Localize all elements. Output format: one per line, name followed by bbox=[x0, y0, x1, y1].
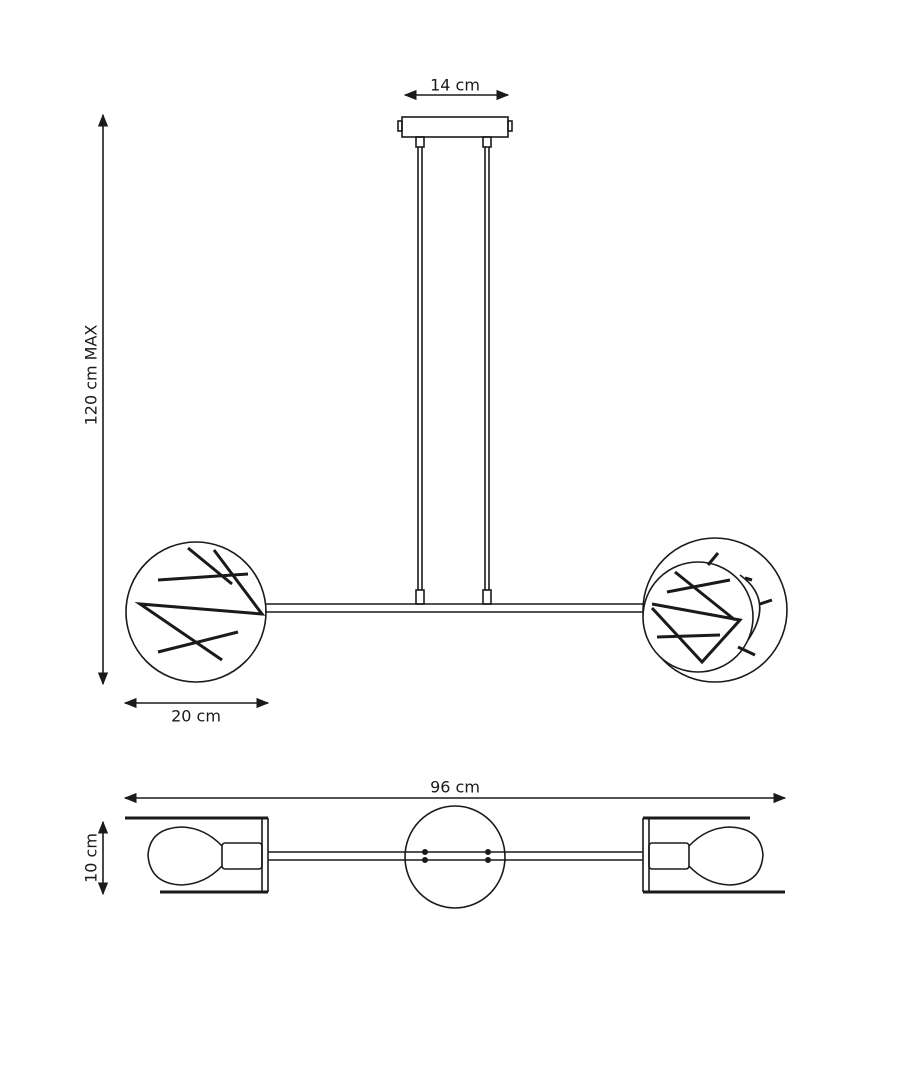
suspension-wires bbox=[415, 147, 492, 605]
canopy-plan bbox=[404, 805, 506, 909]
depth-label: 10 cm bbox=[81, 833, 101, 883]
total-width-label: 96 cm bbox=[430, 777, 480, 797]
canopy-width-label: 14 cm bbox=[430, 75, 480, 95]
right-globe bbox=[642, 537, 788, 683]
globe-width-label: 20 cm bbox=[171, 706, 221, 726]
canopy bbox=[397, 116, 513, 148]
horizontal-bar bbox=[265, 603, 648, 613]
left-globe bbox=[125, 541, 267, 683]
plan-view bbox=[125, 805, 785, 909]
left-bulb-icon bbox=[147, 826, 223, 886]
right-bulb-icon bbox=[688, 826, 764, 886]
height-label: 120 cm MAX bbox=[81, 324, 101, 426]
